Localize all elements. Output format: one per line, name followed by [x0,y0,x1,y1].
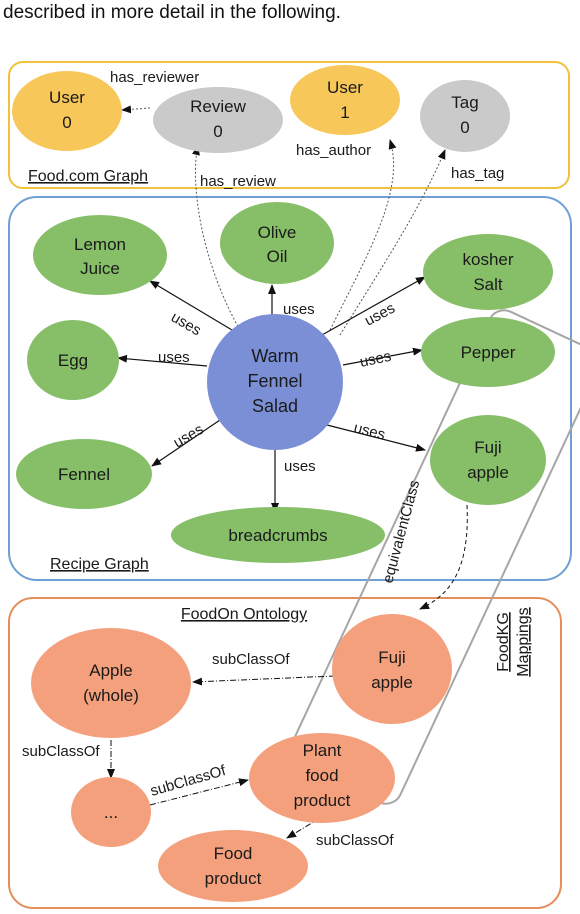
has-review-edge [192,145,241,331]
svg-text:Fuji: Fuji [474,438,501,457]
node-egg: Egg [27,320,119,400]
subclassof-edge-ellipsis-plant [149,778,249,806]
svg-text:User: User [49,88,85,107]
node-user-1: User 1 [290,65,400,135]
node-olive-oil: Olive Oil [220,202,334,284]
node-user-0: User 0 [12,71,122,151]
node-fuji-apple-recipe: Fuji apple [430,415,546,505]
uses-edge-lemon [149,280,233,331]
node-tag-0: Tag 0 [420,80,510,152]
svg-text:Review: Review [190,97,246,116]
equivalent-class-label: equivalentClass [379,478,423,585]
node-warm-fennel-salad: Warm Fennel Salad [207,314,343,450]
svg-text:Pepper: Pepper [461,343,516,362]
svg-text:apple: apple [371,673,413,692]
svg-text:Olive: Olive [258,223,297,242]
svg-text:food: food [305,766,338,785]
node-fuji-apple-foodon: Fuji apple [332,614,452,724]
uses-label-egg: uses [158,349,190,366]
node-food-product: Food product [158,830,308,902]
svg-text:1: 1 [340,103,349,122]
uses-edge-fuji [326,424,426,452]
equivalent-class-edge [419,504,468,610]
svg-text:Fennel: Fennel [58,465,110,484]
svg-text:Salt: Salt [473,275,503,294]
node-breadcrumbs: breadcrumbs [171,507,385,563]
uses-label-olive: uses [283,301,315,318]
uses-label-lemon: uses [168,309,204,340]
svg-text:0: 0 [460,118,469,137]
svg-text:Plant: Plant [303,741,342,760]
subclassof-label-ellipsis-plant: subClassOf [148,762,228,800]
recipe-graph-title: Recipe Graph [50,556,149,573]
has-review-label: has_review [200,173,276,190]
node-plant-food-product: Plant food product [249,733,395,823]
uses-label-pepper: uses [358,348,393,371]
foodon-ontology-title: FoodOn Ontology [181,606,307,623]
node-pepper: Pepper [421,317,555,387]
has-author-edge [329,139,397,331]
foodon-ontology-box [8,597,562,909]
uses-label-fennel: uses [171,421,207,452]
uses-edge-egg [117,354,208,367]
svg-text:Fennel: Fennel [247,371,302,391]
svg-text:Tag: Tag [451,93,478,112]
foodcom-graph-box [8,61,570,189]
has-tag-edge [339,149,446,336]
node-kosher-salt: kosher Salt [423,234,553,310]
has-reviewer-label: has_reviewer [110,69,199,86]
svg-text:product: product [294,791,351,810]
svg-text:0: 0 [62,113,71,132]
foodkg-mappings-title-line1: FoodKG [495,612,512,672]
svg-text:Egg: Egg [58,351,88,370]
subclassof-label-plant-food: subClassOf [316,832,394,849]
svg-text:Oil: Oil [267,247,288,266]
svg-text:User: User [327,78,363,97]
svg-text:Lemon: Lemon [74,235,126,254]
subclassof-edge-plant-food [286,817,321,839]
uses-label-breadcrumbs: uses [284,458,316,475]
svg-text:Juice: Juice [80,259,120,278]
has-reviewer-edge [121,105,151,114]
has-author-label: has_author [296,142,371,159]
svg-text:Fuji: Fuji [378,648,405,667]
svg-text:Apple: Apple [89,661,132,680]
node-ellipsis: ... [71,777,151,847]
node-apple-whole: Apple (whole) [31,628,191,738]
svg-text:apple: apple [467,463,509,482]
svg-text:Warm: Warm [251,346,298,366]
svg-text:Food: Food [214,844,253,863]
svg-text:kosher: kosher [462,250,513,269]
node-fennel: Fennel [16,439,152,509]
has-tag-label: has_tag [451,165,504,182]
foodkg-mappings-title-line2: Mappings [515,607,532,676]
svg-text:breadcrumbs: breadcrumbs [228,526,327,545]
uses-edge-salt [321,276,426,336]
subclassof-label-apple-ellipsis: subClassOf [22,743,100,760]
svg-text:...: ... [104,803,118,822]
svg-text:(whole): (whole) [83,686,139,705]
intro-text: described in more detail in the followin… [3,2,341,23]
subclassof-edge-fuji-apple [192,675,336,686]
node-review-0: Review 0 [153,87,283,153]
svg-text:Salad: Salad [252,396,298,416]
subclassof-label-fuji-apple: subClassOf [212,651,290,668]
svg-text:product: product [205,869,262,888]
svg-text:0: 0 [213,122,222,141]
foodcom-graph-title: Food.com Graph [28,168,148,185]
uses-label-fuji: uses [352,419,387,443]
uses-edge-fennel [151,419,221,467]
uses-edge-pepper [342,347,423,366]
recipe-graph-box [8,196,572,581]
uses-label-salt: uses [362,300,398,330]
node-lemon-juice: Lemon Juice [33,215,167,295]
